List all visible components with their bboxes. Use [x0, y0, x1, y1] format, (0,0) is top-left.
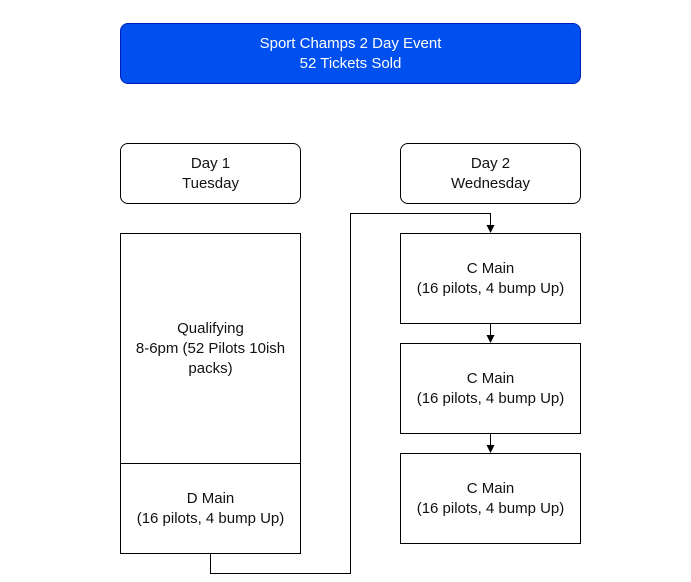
day1-header: Day 1 Tuesday — [120, 143, 301, 204]
c-main-box-2: C Main (16 pilots, 4 bump Up) — [400, 343, 581, 434]
day1-label: Day 1 — [190, 154, 231, 172]
event-title: Sport Champs 2 Day Event — [259, 34, 442, 52]
c-main-title: C Main — [466, 259, 515, 277]
d-main-box: D Main (16 pilots, 4 bump Up) — [120, 463, 301, 554]
c-main-details: (16 pilots, 4 bump Up) — [416, 389, 565, 407]
c-main-title: C Main — [466, 479, 515, 497]
day2-weekday: Wednesday — [451, 174, 530, 192]
qualifying-box: Qualifying 8-6pm (52 Pilots 10ish packs) — [120, 233, 301, 464]
day1-weekday: Tuesday — [182, 174, 239, 192]
c-main-box-1: C Main (16 pilots, 4 bump Up) — [400, 233, 581, 324]
tickets-sold: 52 Tickets Sold — [299, 54, 402, 72]
c-main-box-3: C Main (16 pilots, 4 bump Up) — [400, 453, 581, 544]
c-main-details: (16 pilots, 4 bump Up) — [416, 499, 565, 517]
qualifying-title: Qualifying — [177, 319, 244, 337]
event-header-banner: Sport Champs 2 Day Event 52 Tickets Sold — [120, 23, 581, 84]
d-main-details: (16 pilots, 4 bump Up) — [136, 509, 285, 527]
d-main-title: D Main — [186, 489, 235, 507]
c-main-details: (16 pilots, 4 bump Up) — [416, 279, 565, 297]
c-main-title: C Main — [466, 369, 515, 387]
qualifying-schedule-cont: packs) — [188, 359, 233, 377]
day2-label: Day 2 — [470, 154, 511, 172]
qualifying-schedule: 8-6pm (52 Pilots 10ish — [135, 339, 286, 357]
connector-dmain-to-cmain1 — [210, 213, 495, 574]
day2-header: Day 2 Wednesday — [400, 143, 581, 204]
